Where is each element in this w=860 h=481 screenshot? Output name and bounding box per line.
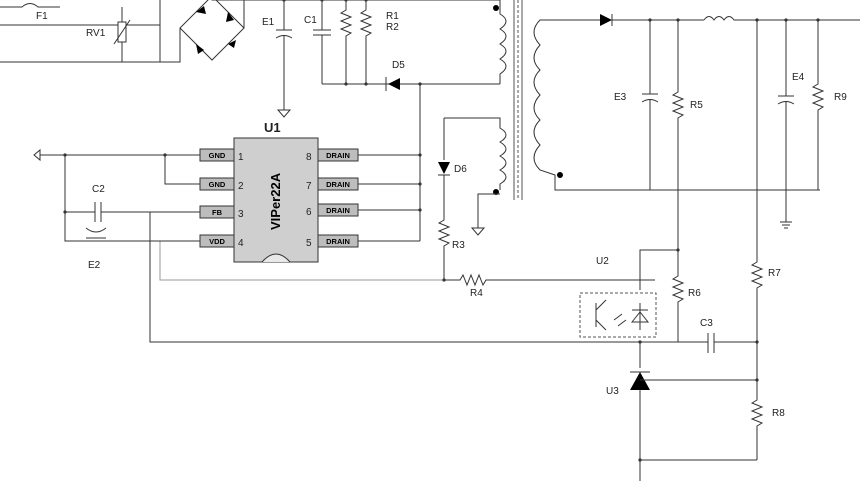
label-u2: U2 [596,256,609,267]
optocoupler-u2 [490,279,657,338]
label-rv1: RV1 [86,28,106,39]
pin-2-number: 2 [238,181,244,192]
pin-8: DRAIN 8 [306,148,359,163]
pin-1-name: GND [209,151,226,160]
aux-winding [159,84,490,287]
input-filter [275,0,500,118]
pin-8-number: 8 [306,152,312,163]
chip-name: VIPer22A [268,172,283,230]
pin-3: FB 3 [199,205,244,220]
pin-5-number: 5 [306,238,312,249]
pin-7-name: DRAIN [326,180,350,189]
label-r9: R9 [834,92,847,103]
label-r7: R7 [768,268,781,279]
junction-dots [63,0,820,462]
label-r1: R1 [386,11,399,22]
pin-8-name: DRAIN [326,151,350,160]
label-u3: U3 [606,386,619,397]
label-e4: E4 [792,72,805,83]
ic-viper22a: VIPer22A [233,137,319,263]
pin-4-name: VDD [209,237,225,246]
pin-6: DRAIN 6 [306,203,359,218]
bridge-rectifier [160,0,284,63]
pin-5: DRAIN 5 [306,234,359,249]
pin-7-number: 7 [306,181,312,192]
label-r2: R2 [386,22,399,33]
pin-4: VDD 4 [199,234,244,249]
input-section [0,0,161,63]
pin-2-name: GND [209,180,226,189]
label-u1: U1 [264,120,281,135]
pin-4-number: 4 [238,238,244,249]
label-r6: R6 [688,288,701,299]
pin-2: GND 2 [199,177,244,192]
label-r3: R3 [452,240,465,251]
pin-1-number: 1 [238,152,244,163]
label-e1: E1 [262,17,275,28]
label-d6: D6 [454,164,467,175]
transformer [444,0,820,236]
label-e2: E2 [88,260,101,271]
label-d5: D5 [392,60,405,71]
label-r4: R4 [470,288,483,299]
label-c2: C2 [92,184,105,195]
label-e3: E3 [614,92,627,103]
pin-3-number: 3 [238,209,244,220]
pin-5-name: DRAIN [326,237,350,246]
label-c3: C3 [700,318,713,329]
label-f1: F1 [36,11,48,22]
pin-3-name: FB [212,208,223,217]
label-r8: R8 [772,408,785,419]
pin-6-number: 6 [306,207,312,218]
output-section [555,14,860,481]
pin-6-name: DRAIN [326,206,350,215]
label-r5: R5 [690,100,703,111]
left-network [33,148,640,343]
label-c1: C1 [304,15,317,26]
pin-7: DRAIN 7 [306,177,359,192]
pin-1: GND 1 [199,148,244,163]
